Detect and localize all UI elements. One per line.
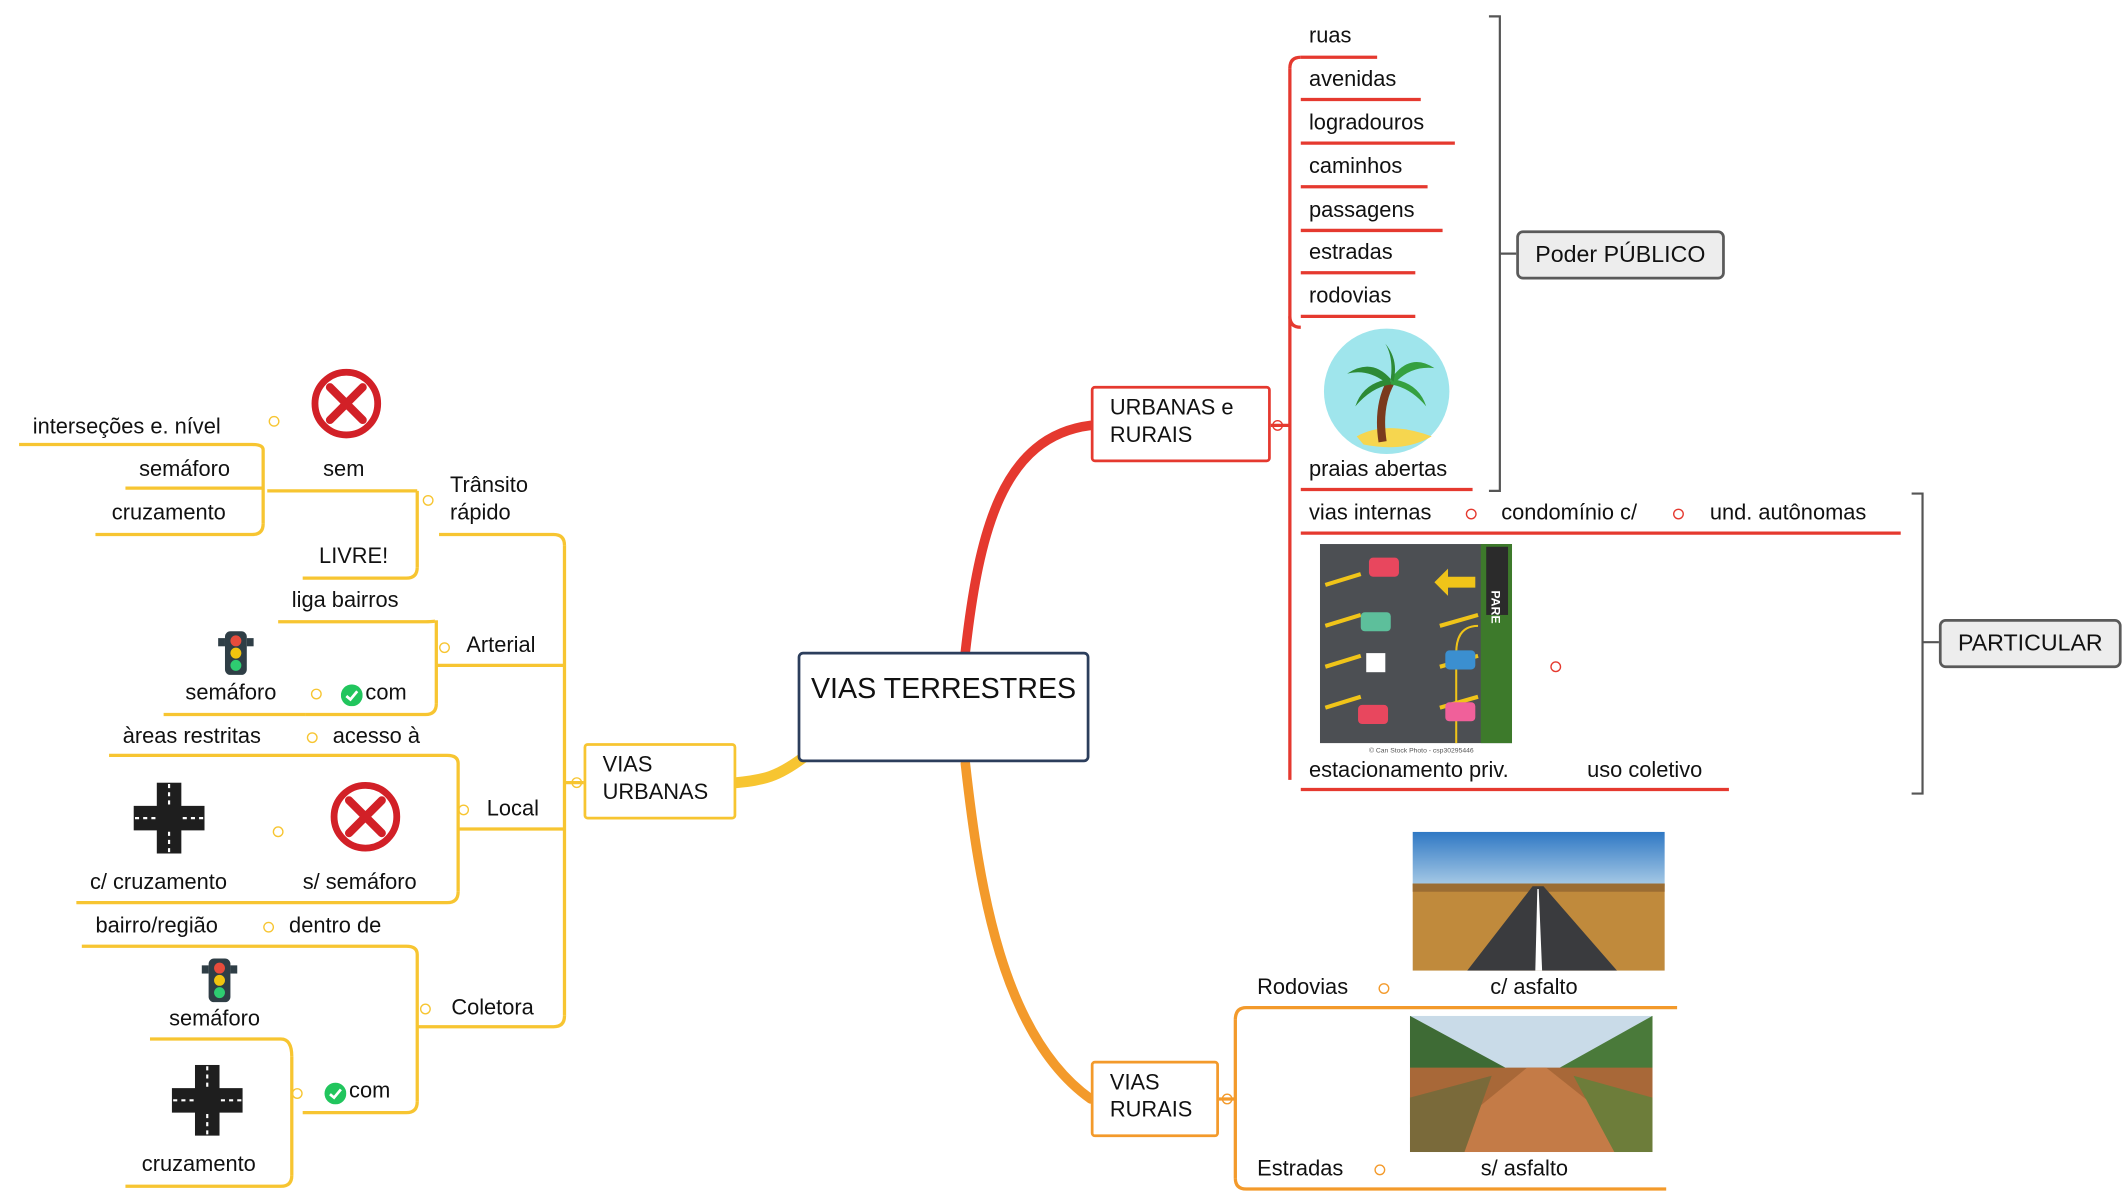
item-estradas[interactable]: estradas (1308, 241, 1393, 265)
note-particular[interactable]: PARTICULAR (1938, 619, 2122, 669)
item-areas-restritas[interactable]: àreas restritas (122, 725, 261, 749)
note-poder-publico[interactable]: Poder PÚBLICO (1516, 230, 1725, 280)
item-bairro-regiao[interactable]: bairro/região (95, 914, 218, 939)
dirt-road-photo (1409, 1015, 1653, 1153)
item-semaforo-arterial[interactable]: semáforo (185, 681, 277, 705)
item-ruas[interactable]: ruas (1308, 24, 1352, 48)
item-estradas-rurais[interactable]: Estradas (1257, 1157, 1344, 1181)
item-uso-coletivo[interactable]: uso coletivo (1587, 759, 1703, 783)
parking-watermark-text: © Can Stock Photo - csp30295446 (1369, 747, 1474, 755)
item-intersecoes[interactable]: interseções e. nível (32, 415, 221, 440)
item-caminhos[interactable]: caminhos (1308, 155, 1403, 179)
item-com-arterial[interactable]: com (365, 681, 407, 705)
item-com-coletora[interactable]: com (349, 1079, 391, 1104)
topic-vias-rurais-label: VIAS RURAIS (1109, 1071, 1193, 1123)
topic-vias-urbanas-label: VIAS URBANAS (602, 754, 709, 805)
prohibited-icon (311, 368, 382, 439)
item-acesso[interactable]: acesso à (332, 725, 421, 749)
topic-vias-urbanas[interactable]: VIAS URBANAS (583, 743, 737, 820)
item-cruzamento-transito[interactable]: cruzamento (111, 501, 226, 525)
traffic-light-icon (201, 958, 238, 1003)
paved-highway-photo (1412, 831, 1665, 971)
palm-tree-icon (1323, 328, 1450, 455)
parking-lot-illustration: PARE © Can Stock Photo - csp30295446 (1319, 544, 1513, 757)
item-logradouros[interactable]: logradouros (1308, 111, 1425, 135)
item-avenidas[interactable]: avenidas (1308, 68, 1397, 92)
item-c-asfalto[interactable]: c/ asfalto (1490, 976, 1578, 1000)
item-c-cruzamento[interactable]: c/ cruzamento (89, 871, 228, 895)
item-transito-rapido[interactable]: Trânsito rápido (449, 474, 528, 525)
central-topic[interactable]: VIAS TERRESTRES (797, 651, 1090, 763)
item-sem[interactable]: sem (323, 458, 365, 482)
item-passagens[interactable]: passagens (1308, 199, 1415, 223)
item-cruzamento-coletora[interactable]: cruzamento (141, 1153, 256, 1177)
item-liga-bairros[interactable]: liga bairros (291, 589, 399, 613)
crossroad-icon (171, 1064, 243, 1136)
item-condominio[interactable]: condomínio c/ (1501, 501, 1638, 525)
item-local[interactable]: Local (486, 797, 539, 821)
parking-pare-text: PARE (1489, 590, 1503, 623)
item-semaforo-coletora[interactable]: semáforo (169, 1007, 261, 1031)
crossroad-icon (133, 782, 205, 854)
traffic-light-icon (218, 631, 254, 675)
item-dentro-de[interactable]: dentro de (289, 914, 382, 939)
topic-vias-rurais[interactable]: VIAS RURAIS (1090, 1060, 1219, 1138)
topic-urbanas-e-rurais[interactable]: URBANAS e RURAIS (1090, 385, 1271, 463)
check-icon (340, 684, 363, 707)
prohibited-icon (330, 781, 401, 852)
item-s-semaforo[interactable]: s/ semáforo (302, 871, 417, 895)
item-arterial[interactable]: Arterial (466, 634, 536, 658)
item-livre[interactable]: LIVRE! (319, 545, 389, 569)
item-s-asfalto[interactable]: s/ asfalto (1480, 1157, 1569, 1181)
item-und-autonomas[interactable]: und. autônomas (1709, 501, 1867, 525)
item-estacionamento[interactable]: estacionamento priv. (1308, 759, 1509, 783)
item-vias-internas[interactable]: vias internas (1308, 501, 1432, 525)
item-rodovias[interactable]: rodovias (1308, 284, 1392, 309)
item-semaforo-transito[interactable]: semáforo (139, 458, 231, 482)
topic-urbanas-e-rurais-label: URBANAS e RURAIS (1109, 396, 1234, 448)
item-rodovias-rurais[interactable]: Rodovias (1257, 976, 1349, 1000)
item-praias-abertas[interactable]: praias abertas (1308, 458, 1448, 482)
item-coletora[interactable]: Coletora (451, 996, 534, 1020)
check-icon (324, 1082, 347, 1105)
